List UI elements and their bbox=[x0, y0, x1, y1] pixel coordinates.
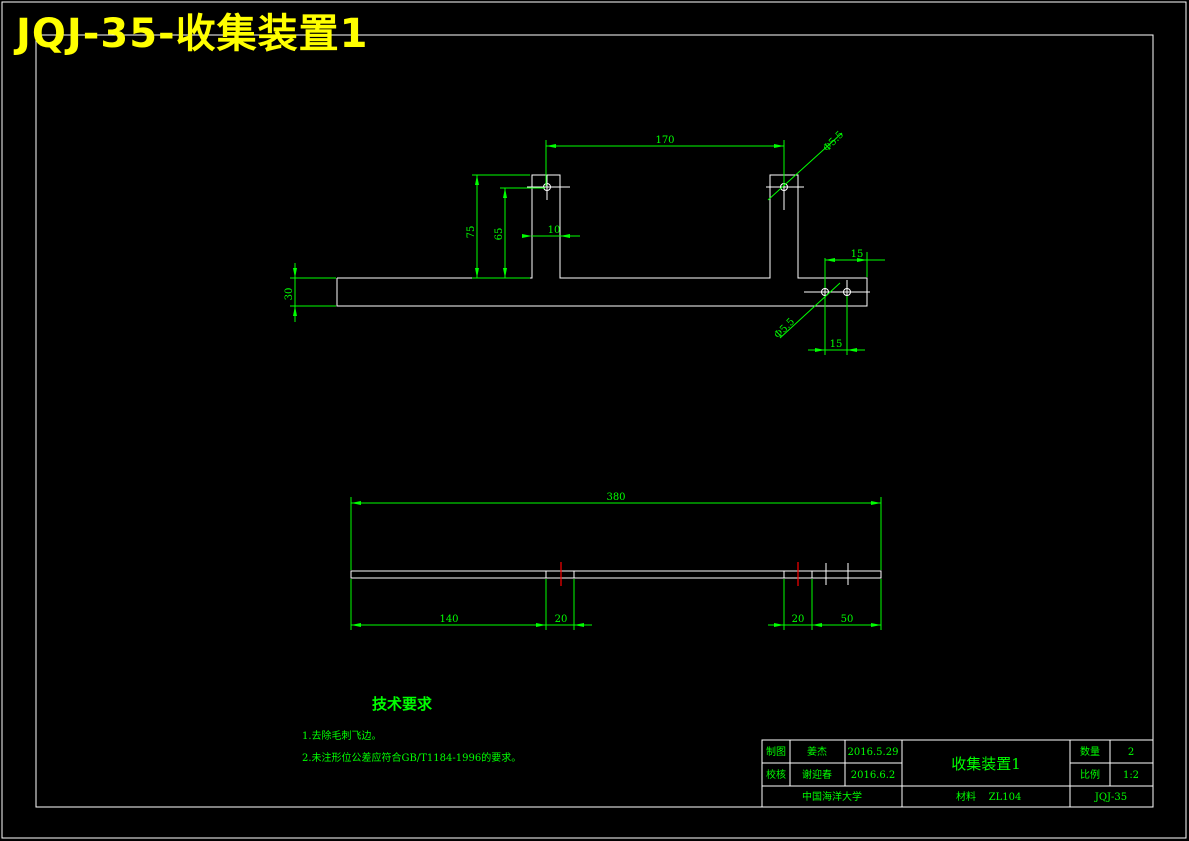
top-view-dimensions bbox=[290, 132, 885, 355]
checked-date: 2016.6.2 bbox=[851, 770, 896, 781]
label-drawn: 制图 bbox=[766, 745, 786, 758]
front-view-bar bbox=[350, 570, 882, 579]
top-view-outline bbox=[336, 174, 868, 307]
dim-20-left: 20 bbox=[555, 614, 568, 625]
tech-requirement-item: 1.去除毛刺飞边。 bbox=[302, 731, 382, 742]
dim-20-right: 20 bbox=[792, 614, 805, 625]
dim-30: 30 bbox=[284, 288, 295, 301]
dim-65: 65 bbox=[494, 228, 505, 241]
checked-by: 谢迎春 bbox=[802, 768, 832, 781]
front-view-dimensions bbox=[350, 497, 882, 630]
drawn-by: 姜杰 bbox=[807, 745, 827, 758]
dim-10: 10 bbox=[548, 225, 561, 236]
center-marks bbox=[527, 175, 870, 310]
label-scale: 比例 bbox=[1080, 768, 1100, 781]
front-view-arrows bbox=[351, 501, 881, 627]
scale: 1:2 bbox=[1123, 770, 1139, 781]
dim-75: 75 bbox=[466, 226, 477, 239]
tech-requirements-heading: 技术要求 bbox=[372, 695, 433, 713]
quantity: 2 bbox=[1128, 747, 1134, 758]
label-quantity: 数量 bbox=[1080, 745, 1100, 758]
material: ZL104 bbox=[989, 792, 1022, 803]
inner-frame bbox=[35, 34, 1154, 808]
top-view-arrows bbox=[293, 144, 867, 352]
title-block: 制图 姜杰 2016.5.29 校核 谢迎春 2016.6.2 收集装置1 数量… bbox=[761, 739, 1154, 808]
dim-50: 50 bbox=[841, 614, 854, 625]
dim-15-top: 15 bbox=[851, 249, 864, 260]
dim-170: 170 bbox=[655, 135, 674, 146]
tech-requirement-item: 2.未注形位公差应符合GB/T1184-1996的要求。 bbox=[302, 753, 522, 764]
part-name: 收集装置1 bbox=[951, 755, 1021, 773]
dim-15-bottom: 15 bbox=[830, 339, 843, 350]
front-view-edges bbox=[545, 563, 849, 585]
top-view: 170 Φ5.5 75 65 10 30 15 15 Φ5.5 bbox=[284, 129, 885, 355]
drawing-number: JQJ-35 bbox=[1094, 792, 1127, 803]
dim-phi-bottom: Φ5.5 bbox=[772, 316, 797, 341]
label-material: 材料 bbox=[956, 790, 976, 803]
front-view-center-marks bbox=[560, 562, 799, 586]
school-name: 中国海洋大学 bbox=[802, 790, 862, 803]
dim-140: 140 bbox=[439, 614, 458, 625]
dim-380: 380 bbox=[606, 492, 625, 503]
drawn-date: 2016.5.29 bbox=[848, 747, 899, 758]
front-view: 380 140 20 20 50 bbox=[350, 492, 882, 630]
label-checked: 校核 bbox=[766, 768, 786, 781]
dim-phi-top: Φ5.5 bbox=[821, 129, 846, 154]
drawing-title: JQJ-35-收集装置1 bbox=[16, 11, 369, 57]
